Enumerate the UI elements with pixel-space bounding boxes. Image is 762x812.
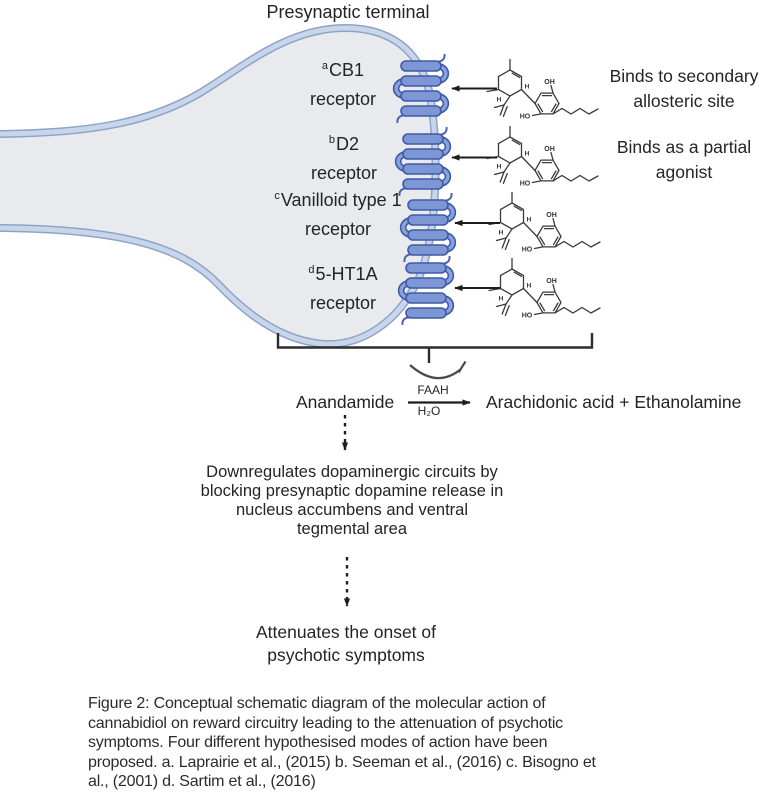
receptor-sup-d: d — [308, 264, 315, 276]
cbd-molecule-1 — [486, 58, 599, 122]
receptor-sup-c: c — [274, 190, 280, 202]
receptor-label-vanilloid: cVanilloid type 1 receptor — [274, 190, 402, 239]
diagram-title: Presynaptic terminal — [266, 2, 430, 22]
inhibition-arc — [409, 360, 467, 380]
receptor-sup-a: a — [321, 60, 329, 72]
receptor-label-5ht1a: d5-HT1A receptor — [308, 264, 378, 313]
outcome-text: Attenuates the onset of psychotic sympto… — [256, 622, 436, 665]
annotation-partial-agonist: Binds as a partial agonist — [616, 137, 752, 182]
annotation-allosteric: Binds to secondary allosteric site — [609, 66, 759, 111]
receptor-sup-b: b — [328, 134, 336, 146]
cbd-molecule-3 — [488, 191, 601, 255]
cbd-molecule-2 — [486, 125, 599, 189]
diagram-artwork: OH HO H H — [0, 23, 601, 607]
receptor-label-cb1: aCB1 receptor — [309, 60, 377, 109]
substrate-label: Anandamide — [296, 392, 395, 412]
cbd-molecule-4 — [488, 257, 601, 321]
cofactor-label: H₂O — [417, 404, 441, 418]
presynaptic-terminal-shape — [0, 23, 440, 349]
figure-caption: Figure 2: Conceptual schematic diagram o… — [88, 695, 596, 791]
receptor-label-d2: bD2 receptor — [310, 134, 378, 183]
products-label: Arachidonic acid + Ethanolamine — [486, 392, 742, 412]
enzyme-label: FAAH — [417, 383, 449, 397]
receptor-group-bracket — [276, 333, 594, 349]
downregulation-text: Downregulates dopaminergic circuits by b… — [200, 463, 504, 538]
